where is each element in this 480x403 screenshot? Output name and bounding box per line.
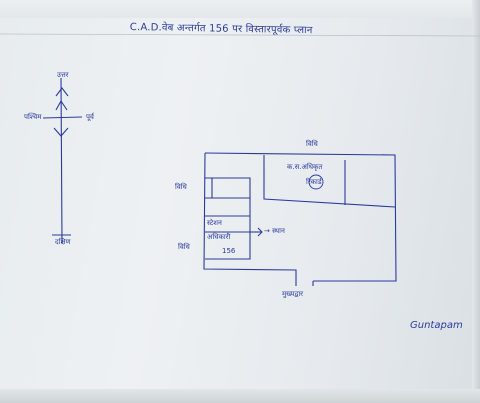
room-label-bottom-1: विधि bbox=[178, 243, 190, 251]
entrance-label: मुख्यद्वार bbox=[282, 290, 304, 298]
top-right-block bbox=[263, 155, 396, 208]
outer-wall-left-bottom bbox=[203, 152, 297, 281]
compass-north-south-line bbox=[60, 77, 63, 244]
room-label-top: विधि bbox=[306, 140, 318, 148]
room-label-left: विधि bbox=[175, 183, 187, 191]
compass-arrow-mid bbox=[55, 99, 68, 111]
mid-room-arrowhead bbox=[257, 227, 263, 237]
paper-top-shadow bbox=[0, 0, 480, 18]
room-label-mid-1: स्टेशन bbox=[207, 219, 222, 227]
left-room-column bbox=[205, 177, 251, 260]
compass-east-label: पूर्व bbox=[86, 113, 94, 121]
compass-arrow-south bbox=[53, 127, 69, 137]
signature: Guntapam bbox=[410, 320, 463, 331]
compass-south-label: दक्षिण bbox=[55, 238, 71, 246]
room-label-bottom-2: 156 bbox=[222, 247, 236, 255]
compass-diagram bbox=[42, 77, 83, 244]
paper-bottom-shadow bbox=[0, 389, 480, 403]
record-marker-circle bbox=[308, 174, 324, 190]
room-label-mid-2: अधिकारी bbox=[207, 233, 231, 241]
room-label-inner-1: क.स.अधिकृत bbox=[287, 163, 323, 171]
paper-rule-line bbox=[0, 33, 480, 37]
compass-west-east-line bbox=[42, 116, 83, 119]
room-label-inner-2: रिकार्ड bbox=[306, 178, 322, 186]
room-label-mid-arrow: → स्थान bbox=[264, 227, 285, 235]
compass-west-label: पश्चिम bbox=[24, 113, 42, 121]
building-outline bbox=[203, 152, 397, 286]
paper-right-shadow bbox=[472, 0, 480, 403]
compass-arrow-north bbox=[55, 87, 69, 97]
compass-north-label: उत्तर bbox=[57, 71, 69, 79]
outer-wall-top-right bbox=[204, 152, 397, 282]
